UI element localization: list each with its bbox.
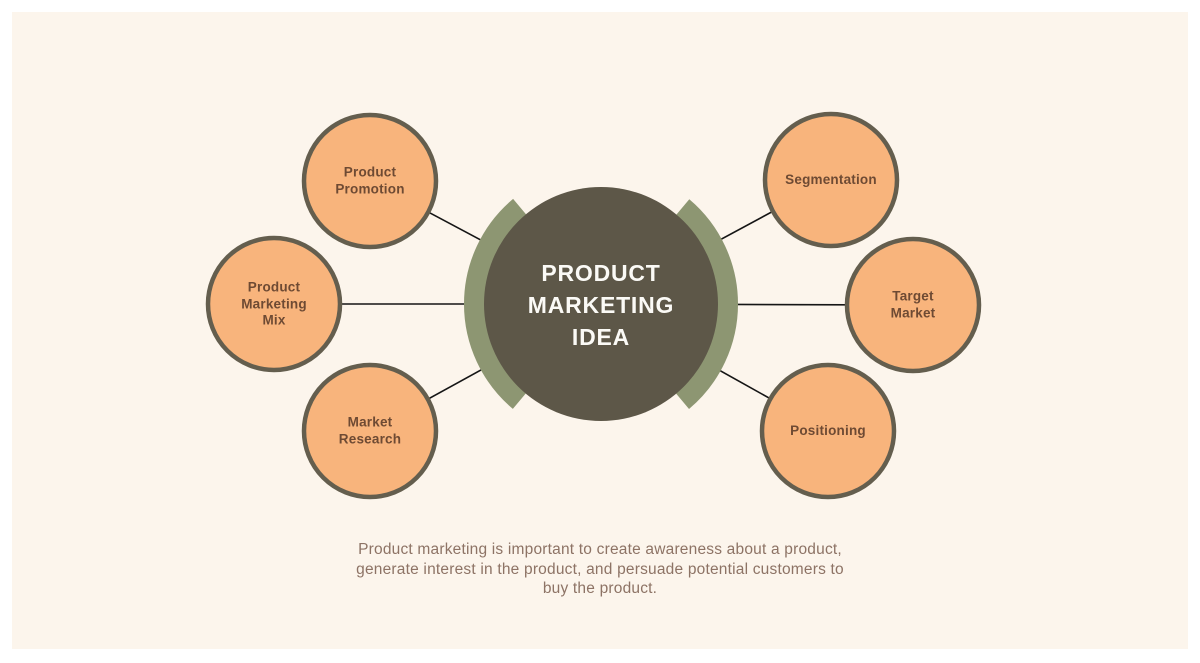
node-circle-market-research bbox=[301, 362, 439, 500]
node-circle-segmentation bbox=[762, 111, 900, 249]
caption-text: Product marketing is important to create… bbox=[356, 541, 844, 597]
node-circle-product-marketing-mix bbox=[205, 235, 343, 373]
node-circle-target-market bbox=[844, 236, 982, 374]
node-circle-product-promotion bbox=[301, 112, 439, 250]
center-ring bbox=[464, 167, 738, 441]
center-node-circle bbox=[484, 187, 718, 421]
node-circle-positioning bbox=[759, 362, 897, 500]
